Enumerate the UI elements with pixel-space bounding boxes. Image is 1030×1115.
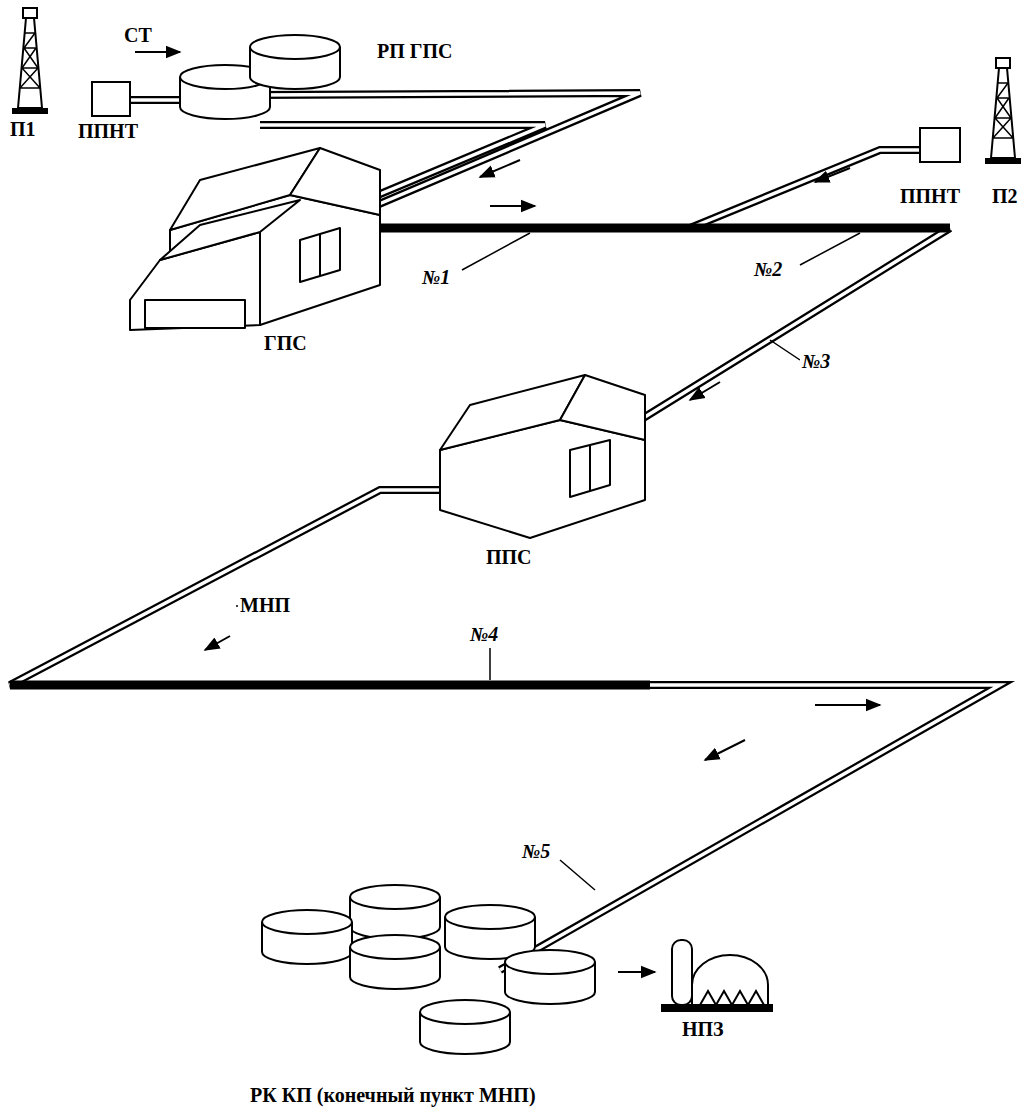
label: НПЗ [680, 1018, 726, 1040]
label: П1 [8, 118, 38, 140]
pump-station-building [440, 375, 645, 538]
pump-station-building [130, 148, 380, 330]
label: №5 [520, 840, 552, 862]
label: РП ГПС [375, 40, 455, 62]
label: ППНТ [898, 185, 962, 207]
label: СТ [122, 24, 154, 46]
label: ГПС [262, 332, 309, 354]
label: РК КП (конечный пункт МНП) [248, 1084, 538, 1106]
label: №2 [752, 258, 784, 280]
label: П2 [990, 185, 1020, 207]
label: №4 [468, 623, 500, 645]
flow-arrow [135, 52, 880, 972]
label: МНП [238, 594, 292, 616]
label: ППНТ [76, 120, 140, 142]
pipe [10, 93, 1000, 970]
leader-line [236, 233, 860, 890]
label: ППС [484, 546, 534, 568]
label: №1 [420, 266, 452, 288]
label: №3 [800, 350, 832, 372]
refinery-symbol [662, 940, 772, 1011]
